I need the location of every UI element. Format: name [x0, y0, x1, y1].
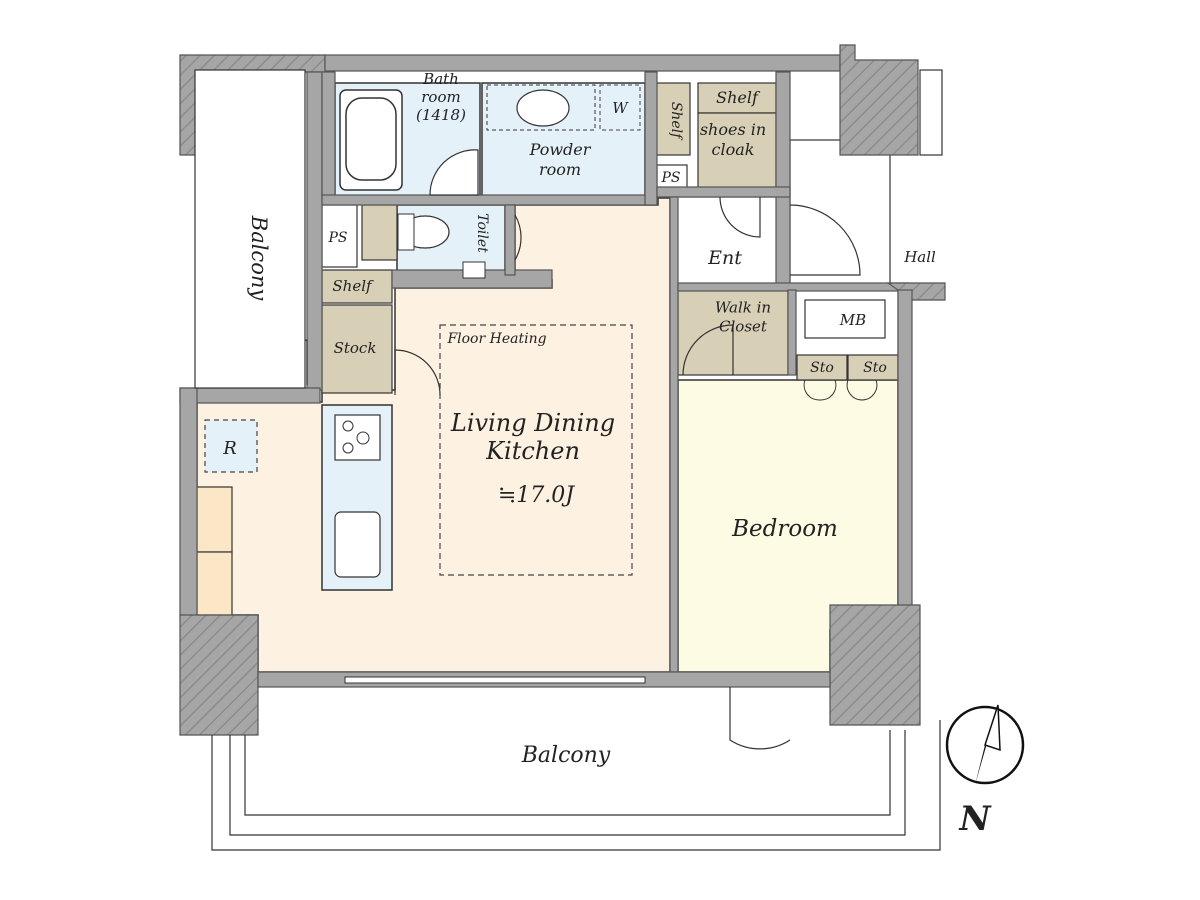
toilet-shelf	[361, 204, 398, 261]
hall-floor	[789, 139, 891, 286]
sink-icon	[516, 89, 570, 127]
wall-left	[179, 387, 198, 619]
toilet-sink-icon	[462, 261, 486, 279]
label-ps-left: PS	[327, 230, 347, 246]
floor-heating-area	[439, 324, 633, 576]
balcony-left	[194, 69, 306, 389]
wall-left-lower	[179, 614, 259, 736]
label-shelf-top-vertical: Shelf	[668, 102, 684, 141]
burner-1	[342, 420, 354, 432]
bathtub-inner	[345, 97, 397, 181]
label-balcony-left: Balcony	[247, 215, 271, 302]
balcony-right-top	[919, 69, 943, 156]
balcony-bottom	[211, 720, 941, 851]
label-bedroom: Bedroom	[731, 516, 838, 542]
door-entrance	[789, 204, 861, 276]
label-north: N	[958, 799, 992, 839]
closet-doors	[803, 379, 878, 401]
north-arrow-icon	[945, 704, 1025, 785]
label-shelf-top: Shelf	[716, 88, 761, 107]
wall-inner-4	[775, 71, 791, 288]
window-bottom	[344, 676, 646, 684]
stock-room	[321, 304, 393, 394]
label-toilet: Toilet	[474, 213, 490, 253]
burner-3	[342, 442, 354, 454]
entrance-floor	[671, 196, 791, 286]
label-ldk-area: ≒17.0J	[498, 483, 575, 508]
label-floor-heating: Floor Heating	[446, 331, 546, 347]
wall-inner-8	[787, 289, 797, 376]
vanity-counter	[486, 84, 596, 131]
wall-inner-2	[321, 194, 658, 206]
wall-right-lower	[829, 604, 921, 726]
shelf-vertical	[654, 82, 691, 156]
cabinet-top	[196, 486, 233, 553]
cabinet-bottom	[196, 551, 233, 616]
wall-top-right	[839, 44, 919, 156]
label-hall: Hall	[903, 248, 936, 266]
wall-inner-5	[656, 186, 791, 198]
label-sto-1: Sto	[810, 360, 834, 376]
refrigerator-area	[204, 419, 258, 473]
wall-inner-1	[321, 71, 336, 198]
shoes-cloak	[697, 112, 777, 191]
door-closet	[682, 324, 734, 376]
door-bath	[429, 149, 479, 196]
wall-left-mid	[179, 387, 321, 404]
door-bedroom-balcony	[729, 687, 791, 750]
sto-1	[796, 354, 848, 381]
ps-left-box	[321, 204, 358, 268]
label-shelf-left: Shelf	[332, 277, 374, 295]
door-shoes	[719, 196, 761, 238]
mb-box	[804, 299, 886, 339]
door-stock	[394, 349, 441, 396]
burner-2	[356, 431, 370, 445]
wall-top-bar	[324, 54, 841, 72]
label-r: R	[222, 438, 237, 459]
label-mb: MB	[839, 311, 866, 329]
label-ent: Ent	[707, 247, 742, 269]
toilet-tank	[397, 213, 415, 251]
label-balcony-bottom: Balcony	[521, 743, 611, 768]
kitchen-sink-icon	[334, 511, 381, 578]
label-sto-2: Sto	[863, 360, 887, 376]
label-stock: Stock	[334, 339, 377, 357]
label-ps-top: PS	[660, 170, 680, 186]
bathtub-icon	[339, 89, 403, 191]
label-w: W	[612, 99, 629, 117]
wall-left-upper	[306, 71, 323, 391]
washer-area	[599, 84, 641, 131]
wall-right	[897, 289, 913, 621]
wall-inner-6	[669, 196, 679, 673]
door-toilet	[514, 214, 522, 261]
wall-inner-3	[644, 71, 658, 206]
wall-inner-10	[504, 204, 516, 276]
